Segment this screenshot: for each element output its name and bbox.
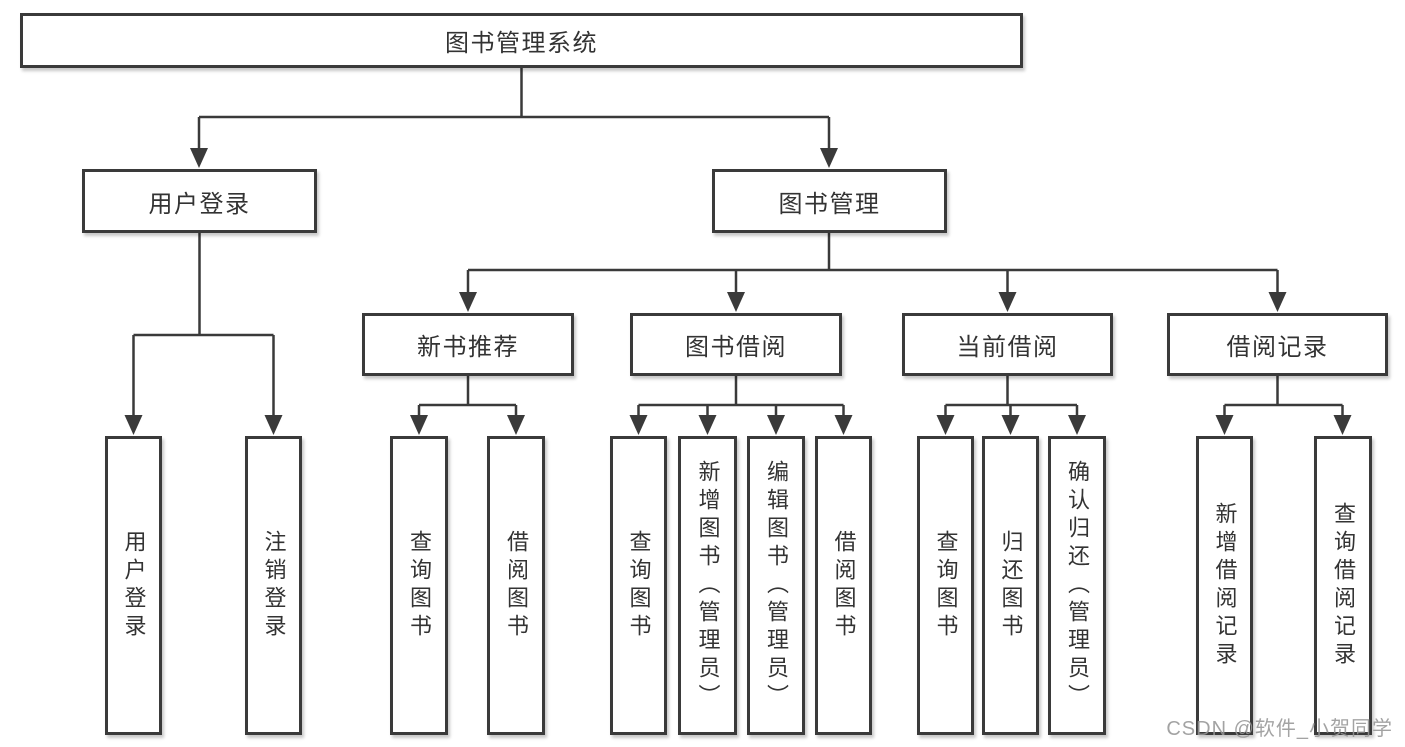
node-root: 图书管理系统	[20, 13, 1023, 68]
connector-records-to-leaves	[1215, 376, 1352, 435]
leaf-current-return-books-label: 归还图书	[998, 529, 1024, 642]
node-current-borrowing-label: 当前借阅	[956, 334, 1059, 361]
node-book-borrowing-label: 图书借阅	[685, 334, 787, 361]
connector-curborrow-to-leaves	[936, 376, 1086, 435]
arrowhead-icon	[459, 292, 477, 312]
connector-root-to-level2	[190, 68, 838, 168]
leaf-user-login: 用户登录	[105, 436, 162, 735]
leaf-current-confirm-return-admin-label: 确认归还（管理员）	[1065, 459, 1090, 712]
arrowhead-icon	[1001, 415, 1020, 435]
arrowhead-icon	[1068, 415, 1086, 435]
leaf-borrow-borrow-books-label: 借阅图书	[831, 529, 857, 642]
connector-bookborrow-to-leaves	[629, 376, 853, 435]
arrowhead-icon	[1215, 415, 1234, 435]
csdn-watermark: CSDN @软件_小贺同学	[1166, 718, 1393, 740]
connector-newbooks-to-leaves	[410, 376, 525, 435]
leaf-newbooks-borrow-books-label: 借阅图书	[504, 529, 529, 642]
node-borrowing-records-label: 借阅记录	[1226, 334, 1329, 361]
node-book-borrowing: 图书借阅	[630, 313, 842, 376]
leaf-borrow-edit-books-admin: 编辑图书（管理员）	[747, 436, 805, 735]
node-new-book-recommendation: 新书推荐	[362, 313, 574, 376]
leaf-records-add-record-label: 新增借阅记录	[1212, 501, 1238, 670]
leaf-borrow-add-books-admin-label: 新增图书（管理员）	[695, 459, 721, 712]
leaf-current-return-books: 归还图书	[982, 436, 1039, 735]
leaf-logout: 注销登录	[245, 436, 302, 735]
node-user-login-label: 用户登录	[148, 190, 251, 218]
arrowhead-icon	[698, 415, 717, 435]
leaf-borrow-borrow-books: 借阅图书	[815, 436, 872, 735]
leaf-records-add-record: 新增借阅记录	[1196, 436, 1253, 735]
leaf-borrow-add-books-admin: 新增图书（管理员）	[678, 436, 737, 735]
arrowhead-icon	[820, 148, 838, 168]
node-user-login: 用户登录	[82, 169, 317, 233]
arrowhead-icon	[1268, 292, 1287, 312]
arrowhead-icon	[767, 415, 785, 435]
arrowhead-icon	[629, 415, 648, 435]
connector-bookmgmt-to-level3	[459, 233, 1287, 312]
leaf-user-login-label: 用户登录	[121, 529, 147, 642]
leaf-newbooks-query-books: 查询图书	[390, 436, 448, 735]
arrowhead-icon	[264, 415, 283, 435]
arrowhead-icon	[834, 415, 853, 435]
arrowhead-icon	[727, 292, 745, 312]
arrowhead-icon	[936, 415, 955, 435]
leaf-current-query-books-label: 查询图书	[933, 529, 959, 642]
leaf-borrow-query-books-label: 查询图书	[626, 529, 652, 642]
leaf-newbooks-borrow-books: 借阅图书	[487, 436, 545, 735]
node-book-management: 图书管理	[712, 169, 947, 233]
node-book-management-label: 图书管理	[778, 190, 881, 218]
arrowhead-icon	[998, 292, 1017, 312]
arrowhead-icon	[507, 415, 525, 435]
arrowhead-icon	[1333, 415, 1352, 435]
leaf-logout-label: 注销登录	[261, 529, 287, 642]
arrowhead-icon	[410, 415, 428, 435]
node-borrowing-records: 借阅记录	[1167, 313, 1388, 376]
leaf-borrow-query-books: 查询图书	[610, 436, 667, 735]
leaf-current-confirm-return-admin: 确认归还（管理员）	[1048, 436, 1106, 735]
node-current-borrowing: 当前借阅	[902, 313, 1113, 376]
arrowhead-icon	[124, 415, 143, 435]
node-new-book-recommendation-label: 新书推荐	[417, 334, 519, 361]
leaf-current-query-books: 查询图书	[917, 436, 974, 735]
arrowhead-icon	[190, 148, 208, 168]
node-root-label: 图书管理系统	[445, 30, 598, 57]
leaf-borrow-edit-books-admin-label: 编辑图书（管理员）	[764, 459, 789, 712]
leaf-records-query-record-label: 查询借阅记录	[1331, 501, 1356, 670]
leaf-newbooks-query-books-label: 查询图书	[407, 529, 432, 642]
leaf-records-query-record: 查询借阅记录	[1314, 436, 1372, 735]
connector-userlogin-to-leaves	[124, 233, 283, 435]
